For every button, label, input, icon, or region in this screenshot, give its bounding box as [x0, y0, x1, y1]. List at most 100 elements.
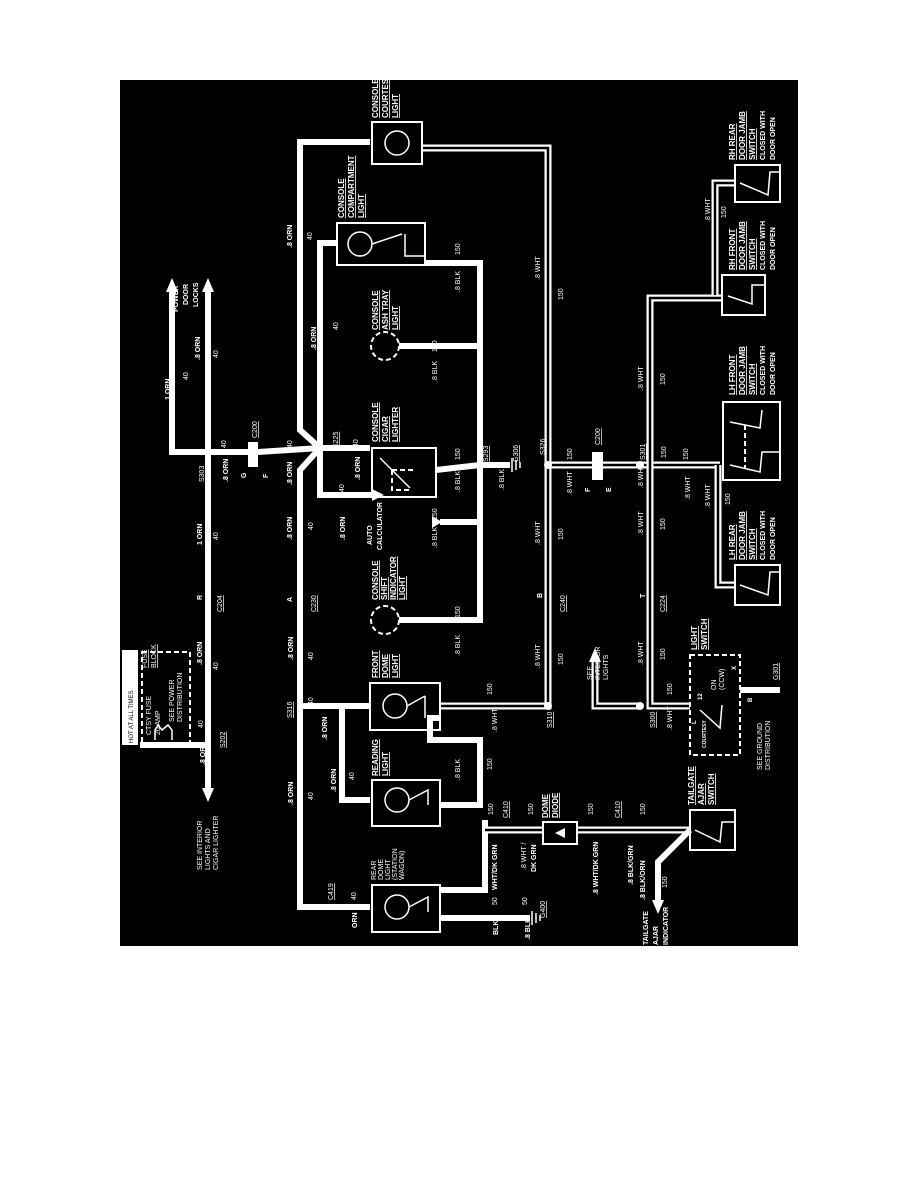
splices-s303-label: S303 [199, 466, 206, 482]
wires-blk08-label: .8 BLK [455, 635, 462, 656]
arrow-icon [652, 900, 664, 914]
components-see-ground-1-label: DISTRIBUTION [765, 721, 772, 770]
fuse-block-label: FUSE [142, 649, 149, 668]
components-lh-front-4-label: DOOR OPEN [770, 352, 777, 395]
wires-ckt40-label: 40 [198, 720, 205, 728]
see-power-label: DISTRIBUTION [177, 673, 184, 722]
components-console-compartment-2-label: LIGHT [357, 194, 366, 218]
components-auto-calculator-1-label: CALCULATOR [377, 502, 384, 550]
wires-pin-t-label: T [640, 593, 647, 598]
wires-wht08-label: .8 WHT [567, 471, 574, 495]
components-light-switch-on-0-label: ON [711, 680, 718, 691]
components-console-cigar-1-label: CIGAR [381, 416, 390, 442]
wires-orn08-label: .8 ORN [288, 782, 295, 805]
components-lh-front-2-label: SWITCH [748, 363, 757, 395]
wires-ckt150-label: 150 [725, 493, 732, 505]
wires-wht08-label: .8 WHT [638, 464, 645, 488]
splices-g400-label: G400 [540, 901, 547, 918]
reading-light [371, 779, 441, 827]
wires-wht08-label: .8 WHT [705, 484, 712, 508]
splices-s300-label: S300 [650, 712, 657, 728]
components-auto-calculator-0-label: AUTO [367, 525, 374, 545]
components-console-shift-0-label: CONSOLE [371, 560, 380, 600]
console-compartment-light [336, 222, 426, 266]
components-console-shift-2-label: INDICATOR [389, 556, 398, 600]
wires-orn08-label: .8 ORN [200, 742, 207, 765]
splices-c240-label: C240 [560, 595, 567, 612]
hot-at-all-times-label: HOT AT ALL TIMES [129, 690, 135, 743]
components-rh-front-3-label: CLOSED WITH [760, 221, 767, 270]
components-rh-rear-1-label: DOOR JAMB [738, 111, 747, 160]
components-lh-front-0-label: LH FRONT [728, 354, 737, 395]
wires-blk-label: BLK [493, 921, 500, 935]
wires-ckt150-label: 150 [683, 448, 690, 460]
components-lh-rear-1-label: DOOR JAMB [738, 511, 747, 560]
wires-orn1-label: 1 ORN [197, 524, 204, 545]
splices-c410b-label: C410 [615, 801, 622, 818]
components-rh-front-0-label: RH FRONT [728, 229, 737, 270]
wires-orn08-label: .8 ORN [287, 517, 294, 540]
wires-ckt40-label: 40 [308, 697, 315, 705]
orn-courtesy-wire [297, 139, 370, 451]
components-rh-front-1-label: DOOR JAMB [738, 221, 747, 270]
wires-wht08-label: .8 WHT [535, 256, 542, 280]
components-rh-front-2-label: SWITCH [748, 238, 757, 270]
components-console-compartment-1-label: COMPARTMENT [347, 155, 356, 218]
components-lh-front-3-label: CLOSED WITH [760, 346, 767, 395]
wires-ckt40-label: 40 [287, 440, 294, 448]
wires-wht08-label: .8 WHT [535, 644, 542, 668]
dome-diode [542, 821, 578, 845]
fuse-block-label: BLOCK [151, 644, 158, 668]
components-tailgate-switch-2-label: SWITCH [707, 773, 716, 805]
lh-front-door-jamb-switch [722, 401, 781, 481]
splices-s310-label: S310 [547, 712, 554, 728]
wires-wht08slash-label: .8 WHT / [521, 842, 528, 870]
components-rear-dome-2-label: LIGHT [385, 859, 392, 880]
wires-orn-label: ORN [352, 912, 359, 928]
wires-blk08-label: .8 BLK [525, 918, 532, 940]
components-console-ash-tray-2-label: LIGHT [391, 306, 400, 330]
ground-icon [531, 911, 541, 925]
wires-pin-e-label: E [606, 487, 613, 492]
wires-wht08-label: .8 WHT [638, 641, 645, 665]
wires-wht08-label: .8 WHT [705, 198, 712, 222]
splices-g306-label: G306 [513, 445, 520, 462]
fuse-amp-label: 20 AMP [155, 710, 162, 735]
wires-ckt40-label: 40 [183, 372, 190, 380]
wires-pin-f-label: F [263, 473, 270, 478]
components-console-ash-tray-1-label: ASH TRAY [381, 289, 390, 330]
see-interior-cigar-label: CIGAR LIGHTER [213, 816, 220, 870]
console-ash-tray-light [370, 331, 400, 361]
wires-ckt150-label: 150 [455, 243, 462, 255]
blk-shift-wire [399, 465, 483, 623]
components-lh-rear-0-label: LH REAR [728, 524, 737, 560]
components-light-switch-1-label: SWITCH [700, 618, 709, 650]
wires-ckt40-label: 40 [308, 792, 315, 800]
wires-blk08-label: .8 BLK [455, 759, 462, 780]
wires-orn08-label: .8 ORN [311, 327, 318, 350]
wires-pin-b-label: B [537, 593, 544, 598]
see-power-label: SEE POWER [169, 680, 176, 722]
components-dome-diode-0-label: DOME [541, 793, 550, 818]
wires-ckt150-label: 150 [661, 446, 668, 458]
wires-pin-r-label: R [197, 595, 204, 600]
wires-wht08-label: .8 WHT [638, 366, 645, 390]
components-console-cigar-2-label: LIGHTER [391, 407, 400, 442]
components-rear-dome-4-label: WAGON) [399, 851, 406, 880]
fuse-block: HOT AT ALL TIMES [122, 650, 191, 746]
blk-rear-dome-wire [440, 820, 500, 921]
components-lh-rear-3-label: CLOSED WITH [760, 511, 767, 560]
components-see-interior-2-label: LIGHTS [603, 654, 610, 680]
splices-s225-label: S225 [333, 432, 340, 448]
components-light-switch-courtesy-label: COURTESY [702, 720, 708, 748]
wires-ckt150-label: 150 [487, 758, 494, 770]
orn-rear-dome-wire [297, 445, 370, 910]
wires-ckt40-label: 40 [213, 350, 220, 358]
wires-orn08-label: .8 ORN [340, 517, 347, 540]
wires-orn08-label: .8 ORN [197, 642, 204, 665]
wires-ckt40-label: 40 [351, 892, 358, 900]
splices-s293-label: S293 [483, 446, 490, 462]
wires-ckt40-label: 40 [213, 662, 220, 670]
components-console-courtesy-0-label: CONSOLE [371, 78, 380, 118]
wires-orn08-label: .8 ORN [331, 769, 338, 792]
